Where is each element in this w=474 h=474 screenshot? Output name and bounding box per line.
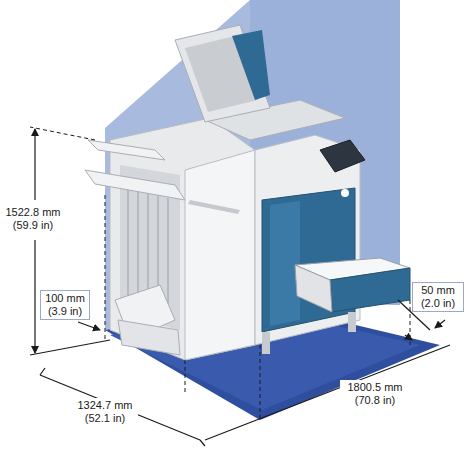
front-door	[270, 201, 300, 326]
leader-line	[78, 322, 100, 330]
foot	[348, 312, 356, 332]
output-tray	[88, 140, 165, 160]
dimension-label: 1324.7 mm (52.1 in)	[72, 398, 138, 426]
dimension-line	[40, 375, 200, 440]
output-slot	[188, 200, 240, 214]
dimension-line	[205, 345, 450, 440]
foot	[262, 332, 270, 354]
dimension-line	[34, 129, 35, 200]
finisher-side	[185, 150, 255, 360]
dimension-label: 1522.8 mm (59.9 in)	[0, 205, 66, 233]
hp-logo	[341, 189, 349, 197]
dimension-label: 100 mm (3.9 in)	[40, 290, 90, 320]
paper-drawer	[330, 268, 410, 312]
document-feeder	[175, 25, 270, 122]
dimension-line	[34, 240, 35, 353]
dimension-label: 50 mm (2.0 in)	[412, 282, 464, 312]
output-tray	[85, 170, 185, 200]
paper-drawer	[295, 265, 332, 312]
booklet-tray	[118, 320, 180, 355]
control-panel	[320, 140, 365, 172]
dimension-label: 1800.5 mm (70.8 in)	[340, 380, 410, 408]
feeder-accent	[232, 30, 270, 100]
